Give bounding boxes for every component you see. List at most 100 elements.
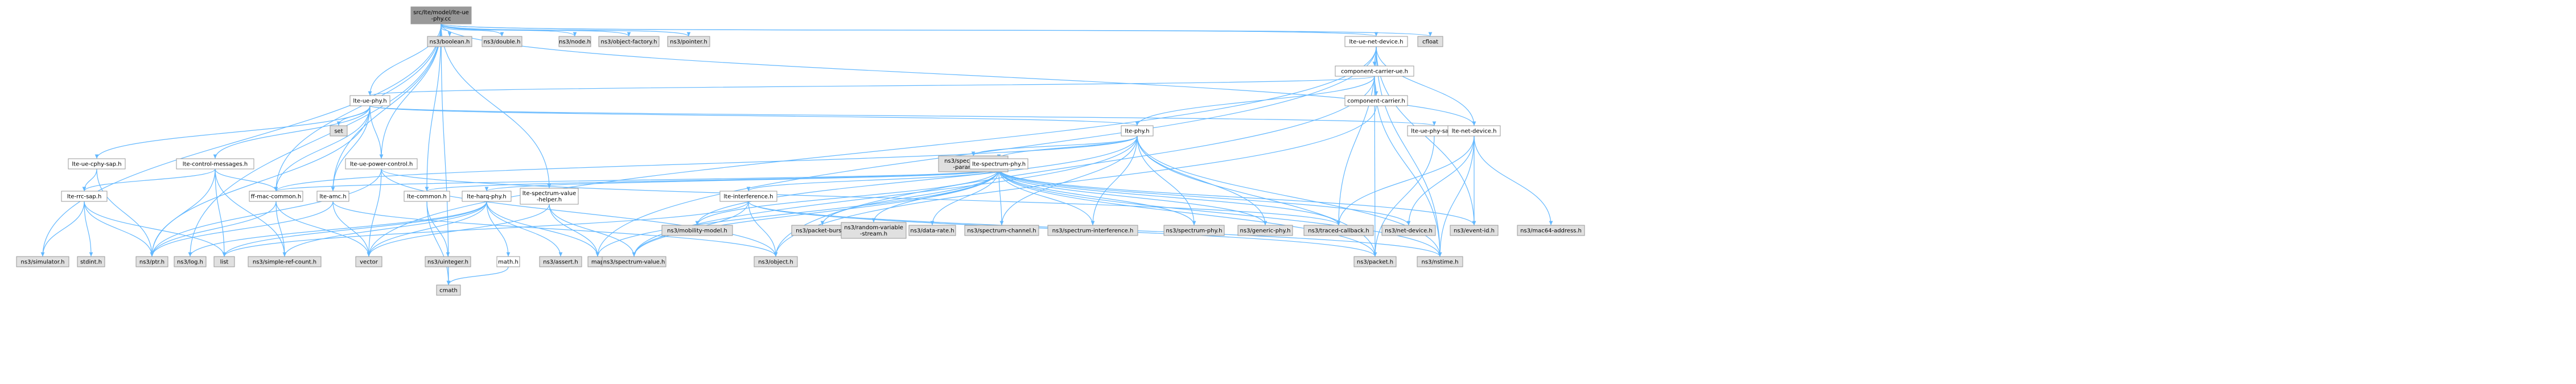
node-box [1517,225,1585,236]
node-label: ns3/simple-ref-count.h [253,259,316,266]
node-component-carrier-h[interactable]: component-carrier.h [1344,95,1408,106]
edge-root-to-netdev [441,23,1476,126]
node-lte-phy-h[interactable]: lte-phy.h [1121,125,1154,137]
node-lte-spectrum-phy-h[interactable]: lte-spectrum-phy.h [969,158,1028,170]
node-label: lte-ue-net-device.h [1349,39,1404,46]
edge-netdev-to-tracedcb [1336,135,1475,226]
edge-root-to-double [441,23,504,37]
node-ns3-net-device-h: ns3/net-device.h [1381,225,1436,236]
node-lte-common-h[interactable]: lte-common.h [404,191,450,202]
edge-specphy-to-tracedcb [998,168,1341,226]
node-label: lte-phy.h [1125,129,1149,135]
node-label: lte-control-messages.h [183,162,248,168]
node-set: set [330,125,348,137]
edge-mathh-to-cmath [446,266,509,286]
node-label: stdint.h [80,259,102,266]
edge-ccmue-to-uephy [368,76,1375,96]
node-box [345,158,418,170]
node-box [558,36,591,47]
node-label: ns3/object-factory.h [600,39,657,46]
edge-specphy-to-netdevx [998,168,1411,226]
edge-ffmac-to-ptr [150,201,277,257]
node-ns3-simple-ref-count-h: ns3/simple-ref-count.h [248,256,322,267]
node-ns3-simulator-h: ns3/simulator.h [16,256,69,267]
node-ns3-spectrum-phy-h: ns3/spectrum-phy.h [1163,225,1225,236]
node-box [1344,95,1408,106]
node-ns3-object-h: ns3/object.h [754,256,798,267]
node-label: ns3/spectrum-channel.h [967,228,1036,234]
node-lte-ue-phy-h[interactable]: lte-ue-phy.h [349,95,390,106]
node-lte-ue-net-device-h[interactable]: lte-ue-net-device.h [1344,36,1408,47]
node-stdint-h: stdint.h [77,256,105,267]
node-box [77,256,105,267]
node-lte-harq-phy-h[interactable]: lte-harq-phy.h [462,191,512,202]
node-label: ns3/event-id.h [1454,228,1495,234]
edge-specphy-to-specchan [998,168,1004,226]
node-label: lte-spectrum-phy.h [972,162,1026,168]
node-lte-net-device-h[interactable]: lte-net-device.h [1447,125,1501,137]
edge-ctrlmsg-to-ffmac [215,168,278,192]
edge-root-to-uephy [368,23,442,96]
node-box [1353,256,1397,267]
node-lte-spectrum-value-helper-h[interactable]: lte-spectrum-value-helper.h [520,188,579,205]
node-box [598,36,660,47]
edge-ltephy-to-specsig [971,135,1138,156]
node-box [135,256,168,267]
edge-rrcsap-to-ptr [84,201,154,257]
edge-uephysap-to-packet [1373,135,1435,257]
node-ns3-random-variable-stream-h: ns3/random-variable-stream.h [841,222,907,239]
node-lte-ue-power-control-h[interactable]: lte-ue-power-control.h [345,158,418,170]
edge-ccmue-to-ltephy [1135,76,1375,126]
node-ns3-boolean-h: ns3/boolean.h [427,36,472,47]
edge-uephy-to-uepower [369,105,384,159]
edge-root-to-amc [331,23,442,192]
node-ns3-event-id-h: ns3/event-id.h [1450,225,1499,236]
edge-specphy-to-specinterf [998,168,1095,226]
edge-uenetdev-to-nstime [1376,46,1442,257]
node-label: ns3/assert.h [543,259,578,266]
node-label: ns3/spectrum-phy.h [1166,228,1223,234]
edge-specval-to-specvalx [549,204,636,257]
node-label: vector [360,259,378,266]
node-label: ns3/log.h [177,259,203,266]
node-component-carrier-ue-h[interactable]: component-carrier-ue.h [1335,65,1414,77]
edge-uepower-to-ptr [150,168,382,257]
edge-interf-to-list [222,201,749,257]
node-box [520,188,579,205]
edge-harq-to-mathh [486,201,511,257]
node-src-lte-model-lte-ue-phy-cc[interactable]: src/lte/model/lte-ue-phy.cc [410,6,472,24]
edge-ctrlmsg-to-simpleref [215,168,287,257]
node-label: lte-ue-power-control.h [350,162,413,168]
node-label: ns3/ptr.h [139,259,164,266]
edge-ltephy-to-specinterf [1091,135,1138,226]
node-lte-ue-cphy-sap-h[interactable]: lte-ue-cphy-sap.h [68,158,126,170]
node-label: -helper.h [537,197,562,203]
node-cmath: cmath [436,284,461,296]
node-label: ns3/packet.h [1357,259,1393,266]
node-label: -phy.cc [431,16,451,22]
node-lte-control-messages-h[interactable]: lte-control-messages.h [176,158,254,170]
edge-root-to-simulator [40,23,442,257]
edge-specphy-to-packet [998,168,1377,257]
edge-rrcsap-to-stdint [84,201,93,257]
edge-specphy-to-genphy [998,168,1268,226]
node-box [349,95,390,106]
node-box [908,225,956,236]
node-ns3-spectrum-channel-h: ns3/spectrum-channel.h [964,225,1039,236]
node-box [964,225,1039,236]
node-label: component-carrier-ue.h [1341,69,1408,75]
node-ff-mac-common-h[interactable]: ff-mac-common.h [249,191,303,202]
node-label: lte-net-device.h [1452,129,1497,135]
edge-root-to-specval [441,23,552,189]
node-box [754,256,798,267]
node-box [1047,225,1138,236]
node-lte-interference-h[interactable]: lte-interference.h [719,191,777,202]
node-lte-rrc-sap-h[interactable]: lte-rrc-sap.h [61,191,108,202]
edge-specphy-to-pktburst [820,168,999,226]
node-box [1417,36,1443,47]
node-lte-amc-h[interactable]: lte-amc.h [316,191,349,202]
edge-harq-to-simpleref [282,201,487,257]
edge-specphy-to-ffmac [274,168,999,192]
node-ns3-assert-h: ns3/assert.h [539,256,582,267]
node-math-h[interactable]: math.h [496,256,520,267]
